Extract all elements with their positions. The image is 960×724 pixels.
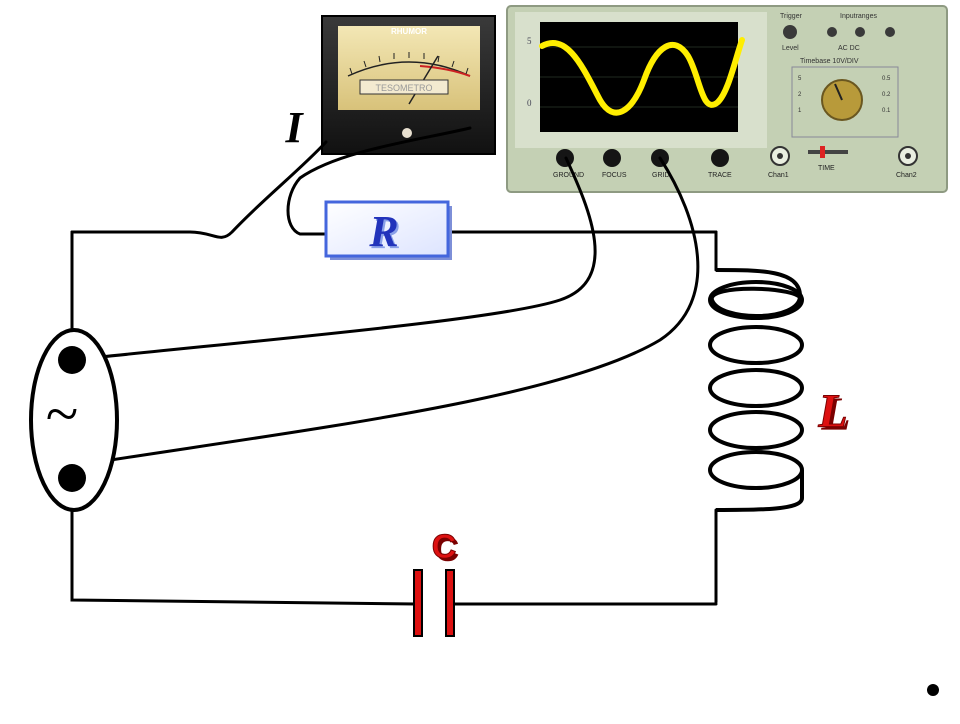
range-value: 1 bbox=[798, 108, 802, 114]
resistor-label: R bbox=[368, 207, 398, 256]
range-knob-a[interactable] bbox=[855, 27, 865, 37]
level-knob[interactable] bbox=[783, 25, 797, 39]
probe-wire-2 bbox=[70, 156, 700, 468]
timebase-label: Timebase 10V/DIV bbox=[800, 58, 859, 65]
ground-label: GROUND bbox=[553, 172, 584, 179]
ac-source-symbol: ~ bbox=[46, 381, 78, 447]
ac-source-body bbox=[29, 328, 119, 512]
inductor-label-shadow: L bbox=[820, 388, 850, 441]
ammeter-face bbox=[338, 26, 480, 110]
inputranges-label: Inputranges bbox=[840, 13, 877, 20]
probe-wire-1 bbox=[70, 156, 597, 362]
level-label: Level bbox=[782, 45, 799, 52]
range-value: 2 bbox=[798, 92, 802, 98]
resistor-box bbox=[324, 200, 450, 258]
timebase-dial-pointer bbox=[834, 83, 843, 101]
capacitor-label: C bbox=[432, 528, 457, 566]
ammeter-red-band bbox=[419, 65, 471, 77]
chan2-input-center bbox=[905, 153, 911, 159]
time-label: TIME bbox=[818, 165, 835, 172]
chan1-label: Chan1 bbox=[768, 172, 789, 179]
trigger-label: Trigger bbox=[780, 13, 803, 20]
trace-knob[interactable] bbox=[711, 149, 729, 167]
inductor-coil bbox=[708, 368, 804, 408]
ammeter-ticks bbox=[349, 52, 469, 75]
capacitor-plate-left bbox=[413, 569, 423, 637]
screen-tick-label: 0 bbox=[527, 98, 532, 108]
range-value: 0.5 bbox=[882, 76, 891, 82]
range-knob-b[interactable] bbox=[885, 27, 895, 37]
ammeter-scale-arc bbox=[347, 61, 471, 77]
chan1-input-center bbox=[777, 153, 783, 159]
inductor-coil bbox=[708, 410, 804, 450]
sine-trace bbox=[539, 37, 745, 116]
grid-label: GRID bbox=[652, 172, 670, 179]
inductor bbox=[708, 268, 804, 512]
trace-label: TRACE bbox=[708, 172, 732, 179]
resistor: R R bbox=[324, 200, 452, 260]
range-value: 0.2 bbox=[882, 92, 891, 98]
oscilloscope-right-panel: Trigger Inputranges Level AC DC Timebase… bbox=[768, 13, 918, 179]
ammeter-zero-adjust[interactable] bbox=[402, 128, 412, 138]
oscilloscope: 5 0 GROUND FOCUS GRID TRACE Trigger Inpu… bbox=[506, 5, 948, 193]
focus-knob[interactable] bbox=[603, 149, 621, 167]
chan2-label: Chan2 bbox=[896, 172, 917, 179]
capacitor-plate-right bbox=[445, 569, 455, 637]
circuit-wires bbox=[70, 126, 718, 606]
wire-ammeter-to-resistor bbox=[286, 126, 472, 236]
ac-source-terminal-bottom[interactable] bbox=[58, 464, 86, 492]
timebase-box bbox=[791, 66, 899, 138]
inductor-coil bbox=[708, 450, 804, 490]
ammeter-brand: RHUMOR bbox=[391, 27, 427, 36]
acdc-label: AC DC bbox=[838, 45, 860, 52]
inductor-lead-bottom bbox=[715, 470, 804, 512]
focus-label: FOCUS bbox=[602, 172, 627, 179]
ac-source-terminal-top[interactable] bbox=[58, 346, 86, 374]
time-slider-track bbox=[808, 150, 848, 154]
ammeter-scale-label-box bbox=[359, 79, 449, 95]
inductor-label: L bbox=[817, 385, 847, 438]
ammeter: RHUMOR TESOMETRO bbox=[321, 15, 496, 155]
wire-bottom-left bbox=[70, 488, 418, 606]
current-label: I bbox=[284, 103, 304, 152]
capacitor-label-shadow: C bbox=[435, 531, 460, 569]
wire-to-ammeter bbox=[70, 140, 328, 239]
ammeter-scale-label: TESOMETRO bbox=[375, 83, 432, 93]
inductor-coil bbox=[708, 325, 804, 365]
time-slider-handle[interactable] bbox=[820, 146, 825, 158]
trigger-knob[interactable] bbox=[827, 27, 837, 37]
resistor-label-shadow: R bbox=[370, 209, 400, 258]
screen-tick-label: 5 bbox=[527, 36, 532, 46]
corner-dot bbox=[927, 684, 939, 696]
range-value: 0.1 bbox=[882, 108, 891, 114]
range-value: 5 bbox=[798, 76, 802, 82]
ac-source: ~ bbox=[29, 328, 119, 512]
capacitor bbox=[413, 569, 455, 637]
inductor-coil bbox=[708, 280, 804, 320]
inductor-lead-top bbox=[710, 268, 804, 318]
